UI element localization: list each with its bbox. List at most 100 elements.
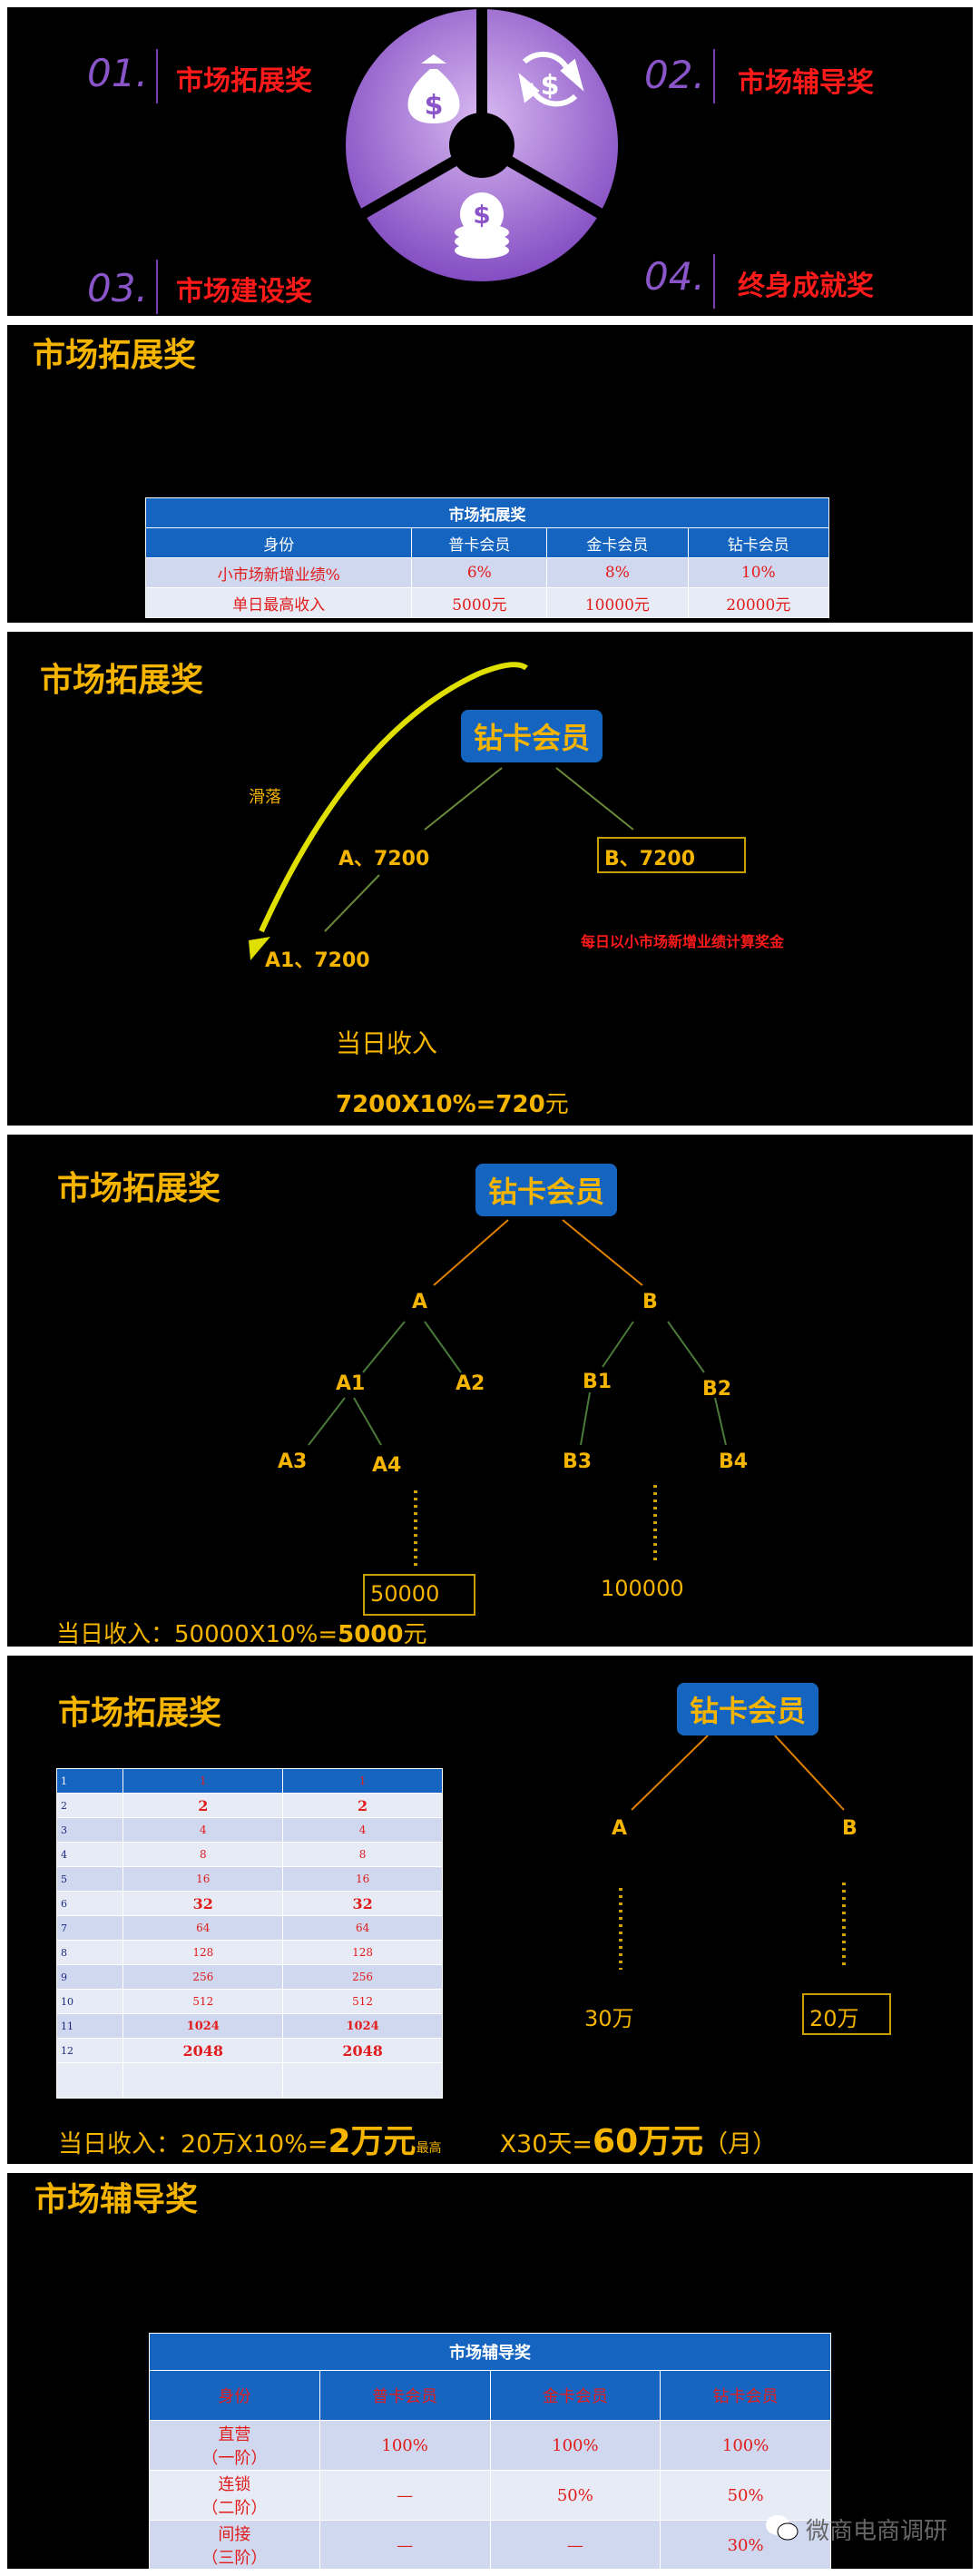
table-cell: 10% bbox=[687, 557, 830, 588]
table-cell: 50% bbox=[660, 2470, 831, 2521]
item-01-label[interactable]: 市场拓展奖 bbox=[176, 65, 312, 97]
table-cell: 128 bbox=[122, 1940, 284, 1965]
income-formula: 20万X10%= bbox=[181, 2130, 328, 2158]
item-02-label[interactable]: 市场辅导奖 bbox=[738, 67, 874, 99]
table-cell: 4 bbox=[55, 1842, 124, 1867]
table-row: 单日最高收入 5000元 10000元 20000元 bbox=[144, 587, 830, 618]
item-04-label[interactable]: 终身成就奖 bbox=[738, 270, 874, 302]
table-cell: — bbox=[318, 2520, 491, 2569]
svg-text:$: $ bbox=[425, 90, 444, 122]
table-cell: 512 bbox=[282, 1989, 443, 2014]
income-formula: 50000X10%= bbox=[174, 1621, 338, 1647]
item-03-label[interactable]: 市场建设奖 bbox=[176, 276, 312, 308]
table-cell: 8 bbox=[282, 1842, 443, 1867]
node-a: A、7200 bbox=[338, 848, 430, 870]
table-cell: 5000元 bbox=[411, 587, 548, 618]
table-cell: 8 bbox=[122, 1842, 284, 1867]
table-cell: 128 bbox=[282, 1940, 443, 1965]
node-b2: B2 bbox=[702, 1378, 732, 1401]
node-a: A bbox=[412, 1291, 428, 1313]
slide-title: 市场辅导奖 bbox=[34, 2181, 199, 2218]
svg-text:$: $ bbox=[541, 70, 560, 102]
award-pie-chart: $ $ $ bbox=[346, 7, 618, 281]
table-header: 普卡会员 bbox=[411, 527, 548, 558]
table-cell: 1024 bbox=[282, 2013, 443, 2039]
income-label: 当日收入 bbox=[336, 1028, 438, 1058]
table-cell: 3 bbox=[55, 1817, 124, 1843]
income-prefix: 当日收入： bbox=[56, 1621, 175, 1647]
table-cell: 64 bbox=[122, 1915, 284, 1941]
table-caption: 市场拓展奖 bbox=[145, 497, 829, 528]
item-04-number: 04. bbox=[644, 254, 705, 299]
table-cell: 50% bbox=[489, 2470, 662, 2521]
refresh-dollar-icon: $ bbox=[518, 51, 584, 107]
table-cell bbox=[55, 2062, 124, 2099]
table-cell: 6% bbox=[411, 557, 548, 588]
table-row: 连锁（二阶） — 50% 50% bbox=[149, 2470, 831, 2521]
diamond-member-node: 钻卡会员 bbox=[677, 1683, 819, 1735]
cell-line: （一阶） bbox=[201, 2449, 268, 2468]
divider bbox=[713, 49, 715, 103]
table-cell: 2048 bbox=[122, 2038, 284, 2063]
diamond-member-node: 钻卡会员 bbox=[475, 1164, 618, 1216]
tree-lines bbox=[249, 662, 634, 960]
coins-stack-icon: $ bbox=[455, 192, 509, 259]
monthly-unit: （月） bbox=[703, 2130, 778, 2158]
left-total: 50000 bbox=[370, 1581, 440, 1607]
table-cell: 30% bbox=[660, 2520, 831, 2569]
income-unit: 元 bbox=[403, 1621, 427, 1647]
slide-title: 市场拓展奖 bbox=[57, 1170, 221, 1207]
cell-line: 直营 bbox=[218, 2425, 251, 2444]
node-b: B、7200 bbox=[604, 848, 695, 870]
table-cell: 间接（三阶） bbox=[149, 2520, 320, 2569]
table-header: 钻卡会员 bbox=[687, 527, 830, 558]
table-cell: 2048 bbox=[282, 2038, 443, 2063]
monthly-value: 60万元 bbox=[593, 2123, 704, 2160]
right-total: 100000 bbox=[601, 1576, 684, 1601]
table-cell: 单日最高收入 bbox=[144, 587, 413, 618]
table-cell: 16 bbox=[122, 1866, 284, 1892]
diamond-member-node: 钻卡会员 bbox=[461, 710, 603, 762]
node-a: A bbox=[612, 1817, 628, 1840]
formula-text: 7200X10%=720 bbox=[336, 1091, 545, 1118]
divider bbox=[713, 254, 715, 309]
item-03-number: 03. bbox=[87, 266, 148, 310]
slide-coaching-table: 市场辅导奖 市场辅导奖 身份 普卡会员 金卡会员 钻卡会员 直营（一阶） 100… bbox=[7, 2173, 973, 2569]
cell-line: （二阶） bbox=[201, 2499, 268, 2518]
table-cell: 2 bbox=[55, 1793, 124, 1818]
tree-lines bbox=[308, 1219, 727, 1570]
node-b3: B3 bbox=[563, 1450, 593, 1473]
table-cell: 4 bbox=[282, 1817, 443, 1843]
table-cell: — bbox=[318, 2470, 491, 2521]
table-header: 身份 bbox=[144, 527, 413, 558]
table-cell bbox=[122, 2062, 284, 2099]
slide-expansion-table: 市场拓展奖 市场拓展奖 身份 普卡会员 金卡会员 钻卡会员 小市场新增业绩% 6… bbox=[7, 325, 973, 623]
item-01-number: 01. bbox=[87, 51, 148, 95]
node-a2: A2 bbox=[456, 1372, 485, 1395]
coaching-award-table: 市场辅导奖 身份 普卡会员 金卡会员 钻卡会员 直营（一阶） 100% 100%… bbox=[149, 2333, 831, 2569]
table-cell bbox=[282, 2062, 443, 2099]
wechat-icon bbox=[766, 2515, 799, 2541]
table-cell: 100% bbox=[489, 2420, 662, 2471]
table-header: 普卡会员 bbox=[318, 2370, 491, 2421]
table-cell: 256 bbox=[122, 1964, 284, 1990]
expansion-award-table: 市场拓展奖 身份 普卡会员 金卡会员 钻卡会员 小市场新增业绩% 6% 8% 1… bbox=[144, 497, 830, 618]
table-header: 金卡会员 bbox=[489, 2370, 662, 2421]
node-a1: A1、7200 bbox=[265, 949, 370, 972]
table-header: 身份 bbox=[149, 2370, 320, 2421]
wechat-watermark: 微商电商调研 bbox=[764, 2511, 969, 2547]
svg-text:$: $ bbox=[473, 200, 490, 230]
slide-binary-tree: 市场拓展奖 钻卡会员 A B A1 A2 B1 B2 A3 A4 B3 B4 5… bbox=[7, 1135, 973, 1647]
